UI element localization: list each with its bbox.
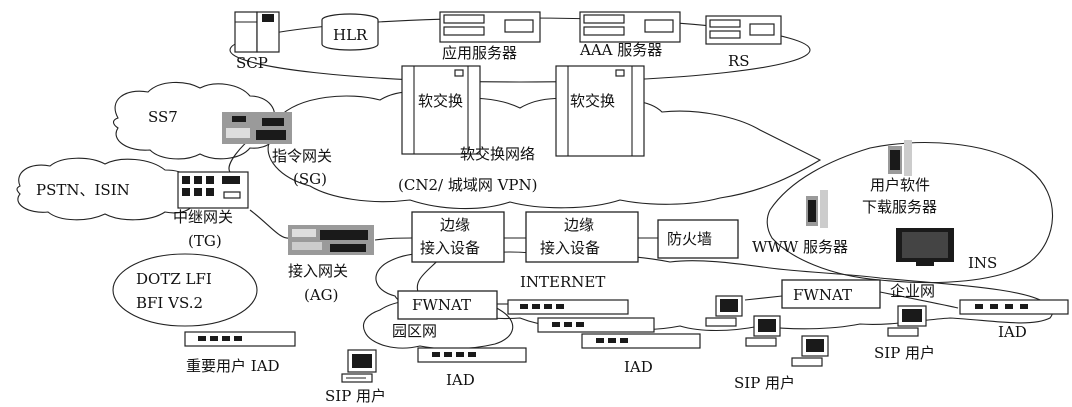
sip-user-3-label: SIP 用户 [874, 344, 935, 362]
tg-name-label: 中继网关 [173, 208, 233, 226]
tg-abbr-label: (TG) [188, 232, 222, 250]
iad-device-2 [538, 318, 654, 332]
ins-label: INS [968, 254, 997, 272]
access-gateway-icon [288, 225, 374, 255]
trunk-gateway-icon [178, 172, 248, 208]
fwnat-1-label: FWNAT [412, 296, 471, 314]
important-iad-label: 重要用户 IAD [186, 357, 280, 375]
rs-label: RS [728, 52, 750, 70]
scp-label: SCP [236, 54, 268, 72]
aaa-server-icon [580, 12, 680, 42]
iad-device-5 [960, 300, 1068, 314]
softswitch-2-label: 软交换 [570, 92, 615, 110]
campus-net-label: 园区网 [392, 322, 437, 340]
internet-label: INTERNET [520, 273, 605, 291]
softswitch-2-icon [556, 66, 644, 156]
signaling-gateway-icon [222, 112, 292, 144]
monitor-icon [896, 228, 954, 266]
pc-sip-user-2a-icon [706, 296, 742, 326]
app-server-label: 应用服务器 [442, 44, 517, 62]
softswitch-network-label: 软交换网络 [460, 145, 535, 163]
dotz-line1-label: DOTZ LFI [136, 270, 212, 288]
iad-2-label: IAD [624, 358, 653, 376]
softswitch-network-cloud [268, 92, 820, 209]
aaa-server-label: AAA 服务器 [579, 41, 662, 59]
fwnat-2-label: FWNAT [793, 286, 852, 304]
iad-device-3 [582, 334, 700, 348]
download-server-icon [888, 140, 912, 176]
pstn-label: PSTN、ISIN [36, 181, 130, 199]
edge-2-line2-label: 接入设备 [540, 239, 600, 257]
link-tg-ag [250, 210, 290, 238]
pc-sip-user-2c-icon [792, 336, 828, 366]
hlr-label: HLR [333, 26, 368, 44]
ag-abbr-label: (AG) [304, 286, 339, 304]
link-ag-edge [375, 238, 412, 240]
enterprise-net-label: 企业网 [890, 282, 935, 300]
sip-user-2-label: SIP 用户 [734, 374, 795, 392]
sg-name-label: 指令网关 [272, 147, 332, 165]
dotz-ellipse [113, 254, 257, 326]
ag-name-label: 接入网关 [288, 262, 348, 280]
link-pc-fwnat2 [745, 296, 782, 300]
link-edge-fwnat [417, 258, 440, 296]
edge-1-line1-label: 边缘 [440, 216, 470, 234]
pc-sip-user-2b-icon [746, 316, 780, 346]
softswitch-1-icon [402, 66, 480, 154]
edge-1-line2-label: 接入设备 [420, 239, 480, 257]
user-sw-line1-label: 用户软件 [870, 176, 930, 194]
edge-2-line1-label: 边缘 [564, 216, 594, 234]
rs-server-icon [706, 16, 781, 44]
iad-device-4 [418, 348, 526, 362]
www-server-label: WWW 服务器 [752, 238, 848, 256]
iad-1-label: IAD [446, 371, 475, 389]
user-sw-line2-label: 下载服务器 [862, 198, 937, 216]
pc-sip-user-3-icon [888, 306, 926, 336]
www-server-icon [806, 190, 828, 228]
ss7-label: SS7 [148, 108, 178, 126]
pc-sip-user-1-icon [342, 350, 376, 382]
sip-user-1-label: SIP 用户 [325, 387, 386, 405]
dotz-line2-label: BFI VS.2 [136, 294, 203, 312]
iad-3-label: IAD [998, 323, 1027, 341]
softswitch-network-sub-label: (CN2/ 城域网 VPN) [398, 176, 538, 194]
app-server-icon [440, 12, 540, 42]
firewall-label: 防火墙 [667, 230, 712, 248]
softswitch-1-label: 软交换 [418, 92, 463, 110]
iad-device-1 [508, 300, 628, 314]
important-iad-device [185, 332, 295, 346]
scp-server-icon [235, 12, 279, 52]
sg-abbr-label: (SG) [293, 170, 327, 188]
